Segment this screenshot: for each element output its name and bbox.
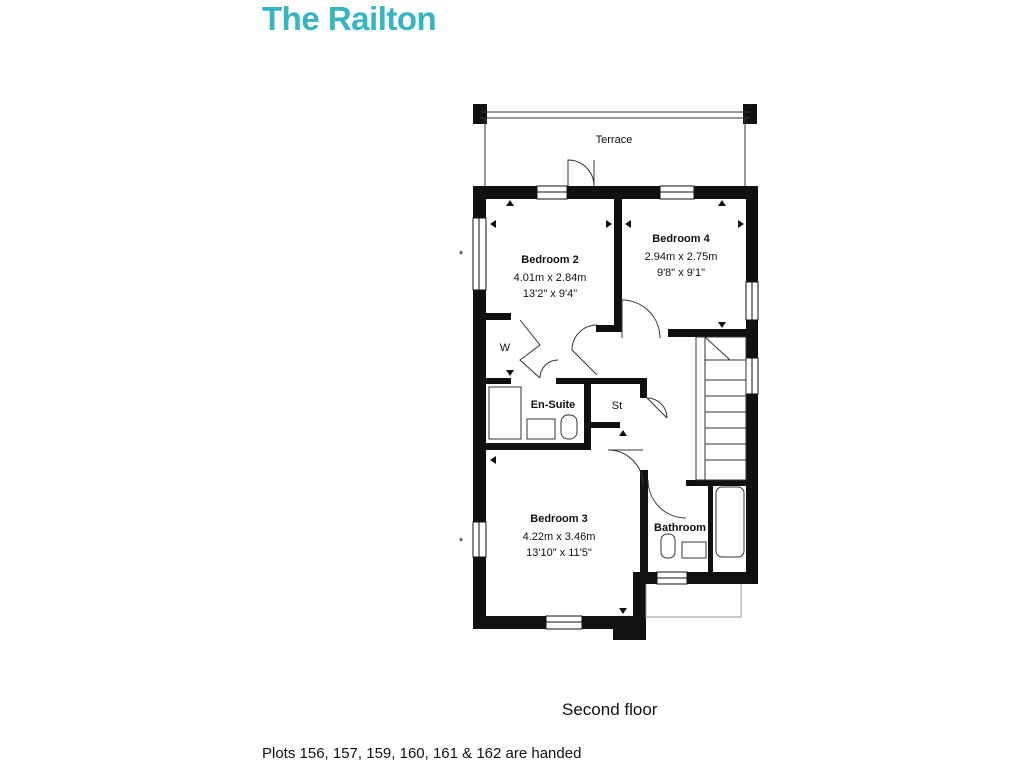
wall-wardrobe-bottom (486, 378, 511, 384)
room-label-en-suite: En-Suite (531, 399, 576, 411)
wall-bathroom-left (640, 470, 648, 580)
room-label-wardrobe: W (500, 342, 511, 354)
shower-tray (488, 386, 522, 440)
asterisk-marker-lower: * (459, 536, 464, 548)
room-label-store: St (612, 400, 622, 412)
exterior-outline (645, 584, 742, 618)
room-size-metric-bedroom-2: 4.01m x 2.84m (514, 272, 587, 284)
window-sashes (478, 191, 753, 623)
room-size-imperial-bedroom-2: 13'2" x 9'4" (523, 288, 577, 300)
room-size-metric-bedroom-3: 4.22m x 3.46m (523, 531, 596, 543)
walls (473, 104, 758, 640)
staircase (695, 336, 747, 481)
dimension-arrows (490, 200, 744, 614)
outer-wall-bathroom-bottom (633, 572, 758, 584)
wall-wardrobe-top (486, 313, 511, 320)
room-size-imperial-bedroom-4: 9'8" x 9'1" (657, 267, 705, 279)
asterisk-marker-upper: * (459, 249, 464, 261)
room-size-metric-bedroom-4: 2.94m x 2.75m (645, 251, 718, 263)
terrace-outline (480, 111, 750, 186)
bathtub (715, 486, 745, 558)
outer-wall-left (473, 186, 486, 628)
room-size-imperial-bedroom-3: 13'10" x 11'5" (526, 547, 592, 559)
room-label-bathroom: Bathroom (654, 522, 706, 534)
wall-ensuite-top (556, 378, 589, 384)
terrace-post-right (743, 104, 757, 124)
bathroom-toilet (660, 533, 676, 559)
fixtures (488, 386, 745, 559)
development-title: The Railton (262, 0, 437, 37)
bathroom-basin (681, 541, 707, 559)
outer-wall-bathroom-left (633, 572, 646, 640)
wall-ensuite-bottom (486, 443, 591, 450)
wall-store-bottom (584, 422, 620, 428)
wall-bed2-bed4 (614, 199, 622, 329)
wall-bed4-bottom (668, 329, 746, 337)
floor-label: Second floor (562, 700, 658, 719)
room-label-bedroom-3: Bedroom 3 (530, 513, 587, 525)
terrace-post-left (473, 104, 487, 124)
handed-plots-note: Plots 156, 157, 159, 160, 161 & 162 are … (262, 745, 582, 762)
wall-landing-stub (596, 325, 622, 332)
wall-store-right (640, 378, 647, 398)
room-label-bedroom-4: Bedroom 4 (652, 233, 710, 245)
room-label-bedroom-2: Bedroom 2 (521, 254, 578, 266)
wall-bathroom-top (686, 480, 746, 486)
wall-store-top (584, 378, 646, 384)
wall-ensuite-right (584, 378, 591, 450)
door-swings (519, 159, 687, 519)
room-label-terrace: Terrace (596, 134, 633, 146)
ensuite-basin (526, 418, 556, 440)
ensuite-toilet (560, 414, 578, 440)
outer-wall-top (473, 186, 757, 199)
wall-bath-partition (708, 486, 713, 576)
